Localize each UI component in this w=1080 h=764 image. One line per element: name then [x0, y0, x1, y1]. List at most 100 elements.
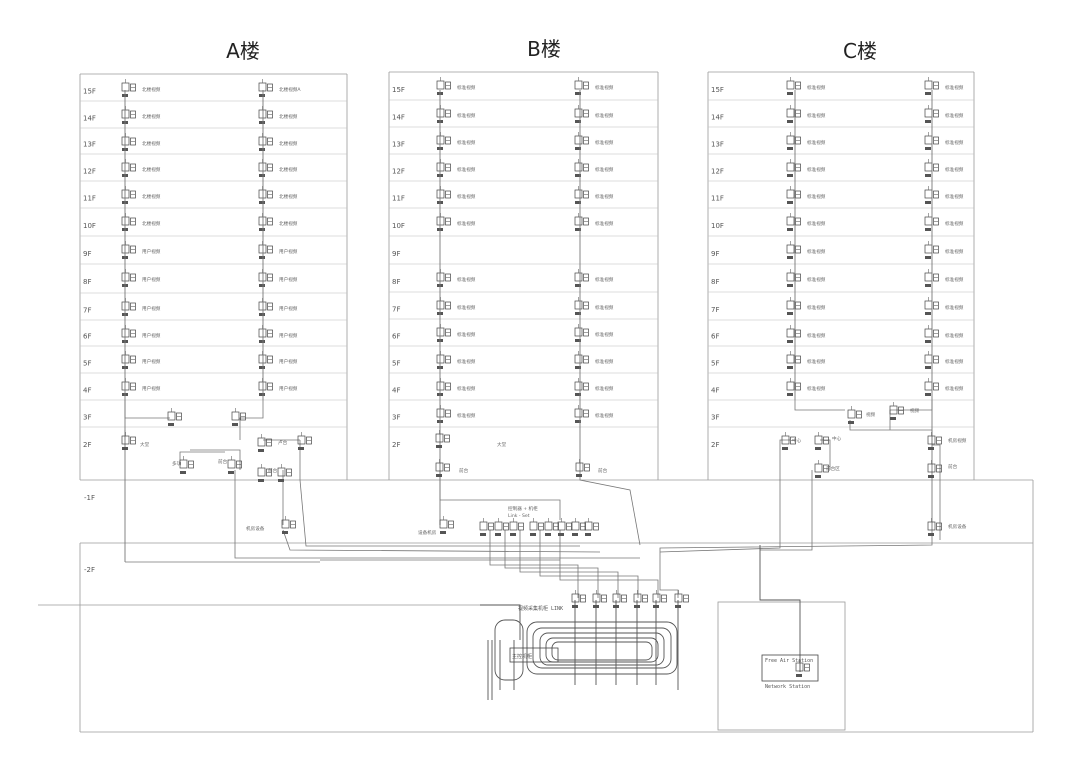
device-label: 北楼视频	[142, 166, 161, 173]
network-device-icon	[479, 518, 494, 536]
floor-label: 1F	[711, 0, 719, 2]
camera-device-icon	[786, 297, 801, 315]
camera-device-icon	[121, 106, 136, 124]
device-label: 标准视频	[595, 358, 614, 365]
device-label: 标准视频	[945, 276, 964, 283]
network-device-icon	[257, 434, 272, 452]
floor-label: 7F	[711, 306, 719, 314]
network-device-icon	[633, 590, 648, 608]
c-2f-mid-label: 中心	[832, 435, 842, 442]
device-label: 标准视频	[807, 276, 826, 283]
c-3f-label-b: 视频	[910, 407, 920, 414]
device-label: 标准视频	[807, 358, 826, 365]
floor-label: 4F	[83, 386, 91, 394]
device-label: 标准视频	[595, 139, 614, 146]
building-frame-0	[79, 73, 348, 480]
a-2f-left-label: 大堂	[140, 441, 150, 448]
floor-label: 6F	[392, 332, 400, 340]
network-device-icon	[571, 518, 586, 536]
network-device-icon	[557, 518, 572, 536]
network-device-icon	[494, 518, 509, 536]
device-label: 标准视频	[457, 385, 476, 392]
device-label: 北楼视频	[279, 220, 298, 227]
camera-device-icon	[436, 324, 451, 342]
camera-device-icon	[121, 186, 136, 204]
a-1f-mid-label: 前台	[218, 458, 228, 465]
camera-device-icon	[436, 213, 451, 231]
network-device-icon	[612, 590, 627, 608]
device-label: 北楼视频	[279, 166, 298, 173]
network-device-icon	[795, 659, 810, 677]
network-device-icon	[652, 590, 667, 608]
device-label: 标准视频	[595, 385, 614, 392]
device-label: 标准视频	[595, 276, 614, 283]
device-label: 北楼视频	[142, 220, 161, 227]
floor-label: 15F	[83, 87, 96, 95]
device-label: 用户视频	[142, 305, 161, 312]
camera-device-icon	[436, 186, 451, 204]
lower-devices	[121, 402, 942, 677]
camera-device-icon	[436, 297, 451, 315]
camera-device-icon	[121, 213, 136, 231]
device-label: 标准视频	[457, 276, 476, 283]
camera-device-icon	[121, 378, 136, 396]
floor-label: 1F	[392, 0, 400, 2]
camera-device-icon	[574, 405, 589, 423]
camera-device-icon	[436, 351, 451, 369]
device-label: 标准视频	[945, 332, 964, 339]
building-frames	[79, 71, 975, 480]
device-label: 标准视频	[807, 139, 826, 146]
device-label: 标准视频	[595, 304, 614, 311]
device-label: 标准视频	[945, 166, 964, 173]
network-device-icon	[529, 518, 544, 536]
floor-label: 11F	[392, 194, 405, 202]
device-label: 标准视频	[807, 248, 826, 255]
device-label: 标准视频	[457, 412, 476, 419]
camera-device-icon	[574, 132, 589, 150]
a-b1-label: 机房设备	[246, 525, 265, 532]
c-3f-label-a: 视频	[866, 411, 876, 418]
device-label: 标准视频	[457, 112, 476, 119]
floor-label: 5F	[711, 359, 719, 367]
network-device-icon	[927, 460, 942, 478]
central-center-label: 主控机柜	[512, 653, 532, 660]
floor-label: 2F	[83, 441, 91, 449]
device-label: 用户视频	[142, 385, 161, 392]
camera-device-icon	[786, 186, 801, 204]
network-device-icon	[435, 430, 450, 448]
device-label: 用户视频	[142, 276, 161, 283]
floor-label: 7F	[392, 305, 400, 313]
floor-label: 13F	[83, 141, 96, 149]
camera-device-icon	[786, 325, 801, 343]
device-label: 北楼视频A	[279, 86, 301, 93]
b-2f-label: 大堂	[497, 441, 507, 448]
central-top-note: 视频采集机柜 LINK	[518, 605, 563, 612]
device-label: 标准视频	[807, 220, 826, 227]
floor-label: 10F	[392, 222, 405, 230]
trunk-cables	[124, 400, 941, 598]
device-label: 用户视频	[279, 385, 298, 392]
camera-device-icon	[258, 106, 273, 124]
camera-device-icon	[258, 378, 273, 396]
device-label: 用户视频	[279, 305, 298, 312]
building-b-title: B楼	[527, 37, 561, 61]
floor-label: 10F	[83, 222, 96, 230]
camera-device-icon	[574, 269, 589, 287]
camera-device-icon	[258, 213, 273, 231]
camera-device-icon	[436, 159, 451, 177]
device-label: 北楼视频	[142, 140, 161, 147]
device-label: 标准视频	[945, 84, 964, 91]
floor-label: 3F	[83, 413, 91, 421]
b-1f-right-label: 前台	[598, 467, 608, 474]
floor-label: 9F	[83, 250, 91, 258]
device-label: 用户视频	[142, 358, 161, 365]
floor-label: 11F	[83, 194, 96, 202]
camera-device-icon	[121, 159, 136, 177]
device-label: 标准视频	[807, 332, 826, 339]
device-label: 标准视频	[807, 112, 826, 119]
floor-label: 8F	[392, 278, 400, 286]
device-label: 标准视频	[457, 84, 476, 91]
camera-device-icon	[786, 213, 801, 231]
